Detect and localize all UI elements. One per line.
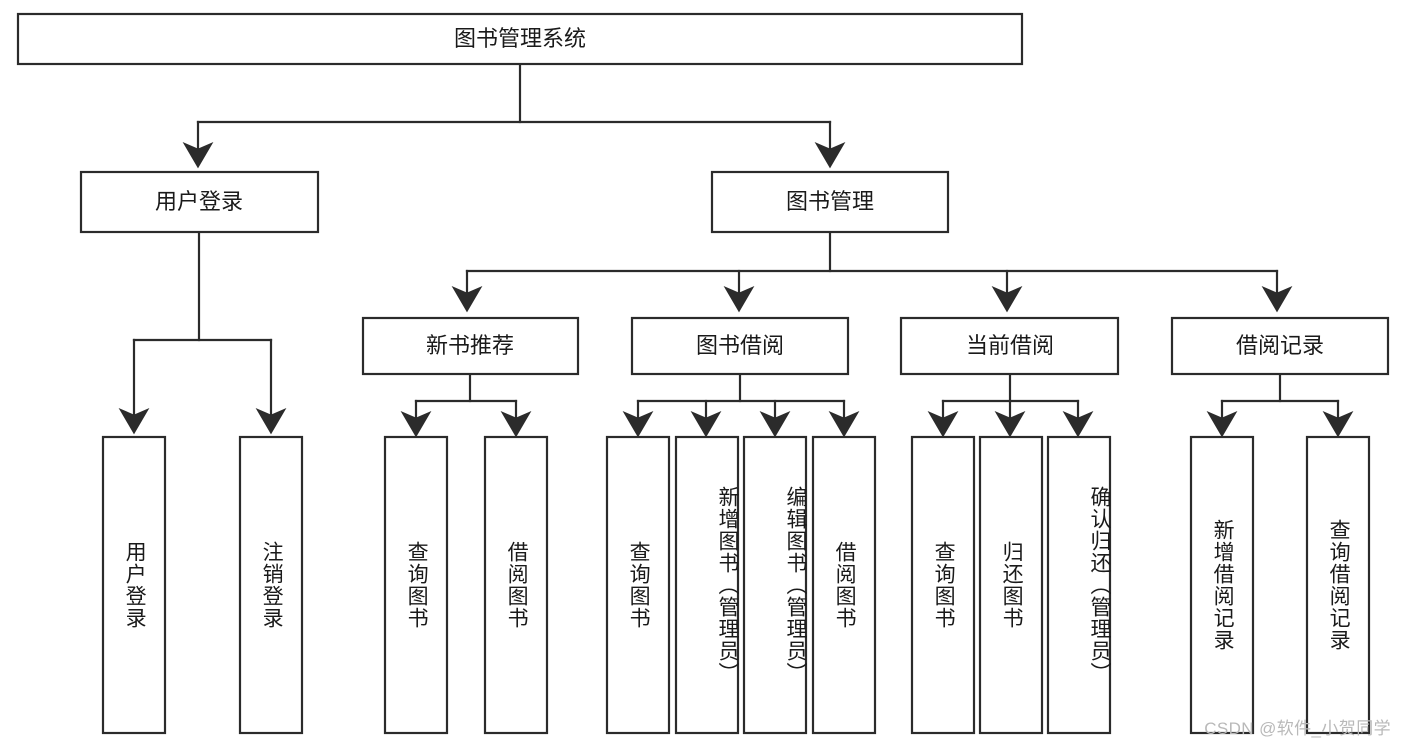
node-leaf-add-borrow-record[interactable] — [1189, 435, 1255, 735]
node-book-management-label: 图书管理 — [786, 189, 874, 214]
node-leaf-borrow-book-2[interactable] — [811, 435, 877, 735]
connector-record-to-leaves — [1206, 372, 1354, 438]
connector-userlogin-to-children — [118, 230, 287, 435]
node-book-management[interactable] — [710, 170, 950, 234]
node-leaf-query-borrow-record[interactable] — [1305, 435, 1371, 735]
connector-borrow-to-leaves — [622, 372, 860, 438]
node-user-login[interactable] — [79, 170, 320, 234]
node-leaf-logout[interactable] — [238, 435, 304, 735]
connector-bookmgmt-to-children — [451, 230, 1293, 313]
node-book-borrow[interactable] — [630, 316, 850, 376]
node-current-borrow-label: 当前借阅 — [966, 333, 1054, 358]
node-user-login-label: 用户登录 — [155, 189, 243, 214]
node-leaf-edit-book-admin[interactable] — [742, 435, 808, 735]
csdn-watermark: CSDN @软件_小贺同学 — [1204, 719, 1391, 738]
connector-current-to-leaves — [927, 372, 1094, 438]
connector-newbook-to-leaves — [400, 372, 532, 438]
node-leaf-confirm-return-admin[interactable] — [1046, 435, 1112, 735]
node-leaf-borrow-book-1[interactable] — [483, 435, 549, 735]
node-borrow-record[interactable] — [1170, 316, 1390, 376]
node-leaf-query-book-3[interactable] — [910, 435, 976, 735]
node-leaf-return-book[interactable] — [978, 435, 1044, 735]
node-leaf-query-book-2[interactable] — [605, 435, 671, 735]
node-root-label: 图书管理系统 — [454, 26, 586, 51]
node-current-borrow[interactable] — [899, 316, 1120, 376]
node-leaf-query-book-1[interactable] — [383, 435, 449, 735]
connector-root-to-level2 — [182, 62, 846, 169]
node-book-borrow-label: 图书借阅 — [696, 333, 784, 358]
node-borrow-record-label: 借阅记录 — [1236, 333, 1324, 358]
node-new-book-recommend[interactable] — [361, 316, 580, 376]
node-new-book-recommend-label: 新书推荐 — [426, 333, 514, 358]
node-root[interactable] — [16, 12, 1024, 66]
node-leaf-add-book-admin[interactable] — [674, 435, 740, 735]
node-leaf-user-login[interactable] — [101, 435, 167, 735]
